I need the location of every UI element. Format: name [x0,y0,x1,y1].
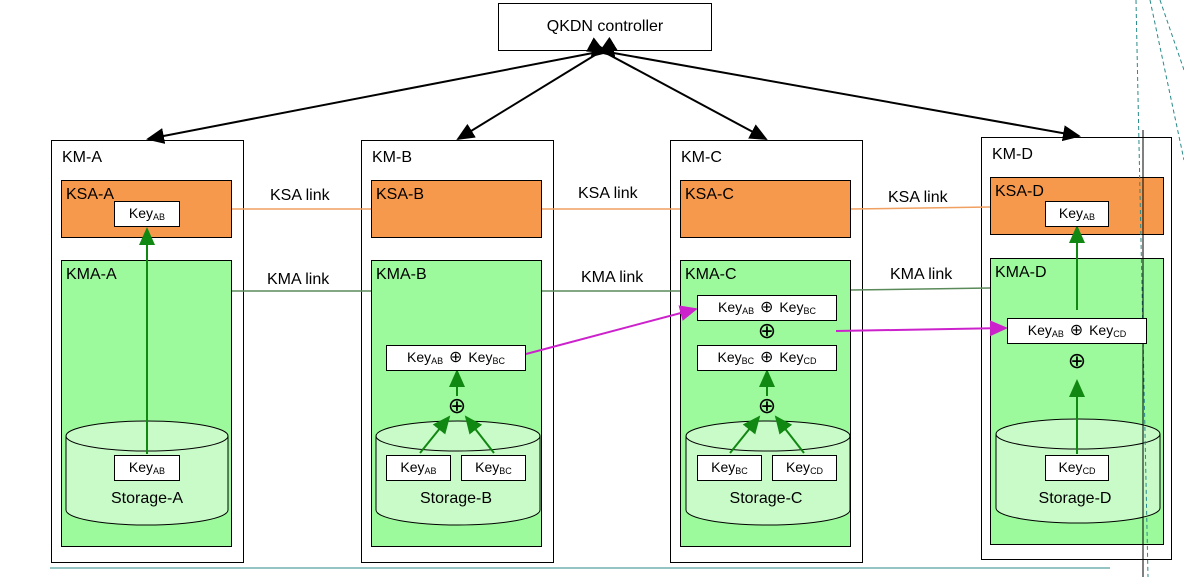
controller-arrows [146,36,1081,144]
kma-d-title: KMA-D [995,264,1047,281]
magenta-arrows [525,305,1008,355]
key-sub: CD [1113,329,1127,339]
xor-icon: ⊕ [1067,348,1087,373]
key-sub: BC [735,466,748,476]
key-text: Key [785,459,811,475]
key-text: Key [1027,322,1052,338]
key-sub: BC [803,306,816,316]
kma-d-xor-key: KeyAB ⊕ KeyCD [1007,318,1147,344]
storage-a-key-ab: KeyAB [114,455,180,481]
key-text: Key [475,459,500,475]
xor-icon: ⊕ [760,299,774,316]
ksa-d: KSA-D [990,177,1164,235]
storage-b-key-bc: KeyBC [461,455,526,481]
key-text: Key [128,459,154,475]
key-sub: BC [499,466,512,476]
controller-label: QKDN controller [546,18,664,35]
ksa-links [232,206,991,210]
ksa-c: KSA-C [680,180,851,238]
km-d-title: KM-D [992,146,1033,163]
ksa-a-title: KSA-A [66,186,115,203]
key-text: Key [468,349,493,365]
storage-b-label: Storage-B [419,490,493,507]
ksa-link-label-bc: KSA link [578,185,638,202]
key-text: Key [779,349,804,365]
key-sub: AB [1083,212,1096,222]
xor-icon: ⊕ [757,318,777,343]
storage-b-key-ab: KeyAB [386,455,451,481]
edge-dashes [1135,0,1184,577]
key-sub: AB [424,466,437,476]
xor-icon: ⊕ [447,393,467,418]
key-text: Key [779,299,804,315]
ksa-a-key-ab: KeyAB [114,201,180,227]
key-sub: AB [153,212,166,222]
key-sub: BC [492,356,505,366]
kma-a-title: KMA-A [66,266,117,283]
kma-c-title: KMA-C [685,266,737,283]
km-a-title: KM-A [62,149,102,166]
ksa-d-key-ab: KeyAB [1045,201,1109,227]
key-text: Key [718,299,743,315]
xor-icon: ⊕ [760,349,774,366]
storage-cylinders [65,418,1161,526]
kma-b-title: KMA-B [376,266,427,283]
storage-c-key-cd: KeyCD [772,455,837,481]
storage-d-key-cd: KeyCD [1045,455,1109,481]
ksa-b-title: KSA-B [376,186,425,203]
key-text: Key [407,349,432,365]
key-sub: CD [803,356,817,366]
key-sub: BC [741,356,755,366]
km-b-title: KM-B [372,149,412,166]
key-sub: CD [1082,466,1096,476]
xor-icon: ⊕ [757,393,777,418]
ksa-link-label-cd: KSA link [888,189,948,206]
kma-links [232,287,991,292]
key-sub: AB [431,356,444,366]
kma-b-xor-key: KeyAB ⊕ KeyBC [386,345,526,371]
ksa-b: KSA-B [371,180,542,238]
key-text: Key [1058,459,1083,475]
storage-d-label: Storage-D [1038,490,1112,507]
key-text: Key [1058,205,1084,221]
xor-icon: ⊕ [449,349,463,366]
km-c-title: KM-C [681,149,722,166]
key-sub: AB [742,306,755,316]
key-text: Key [1089,322,1114,338]
storage-a-label: Storage-A [110,490,184,507]
key-text: Key [717,349,742,365]
key-sub: AB [153,466,166,476]
green-arrows [139,225,1085,454]
storage-c-key-bc: KeyBC [697,455,762,481]
key-sub: CD [810,466,824,476]
xor-icon: ⊕ [1069,322,1084,339]
kma-link-label-cd: KMA link [890,266,953,283]
ksa-c-title: KSA-C [685,186,734,203]
key-sub: AB [1051,329,1064,339]
ksa-d-title: KSA-D [995,183,1044,200]
key-text: Key [400,459,425,475]
key-text: Key [711,459,736,475]
kma-link-label-bc: KMA link [581,269,644,286]
ksa-link-label-ab: KSA link [270,187,330,204]
kma-c-xor-key-ab-bc: KeyAB ⊕ KeyBC [697,295,837,321]
storage-c-label: Storage-C [729,490,803,507]
kma-link-label-ab: KMA link [267,271,330,288]
kma-c-xor-key-bc-cd: KeyBC ⊕ KeyCD [697,345,837,371]
key-text: Key [128,205,154,221]
